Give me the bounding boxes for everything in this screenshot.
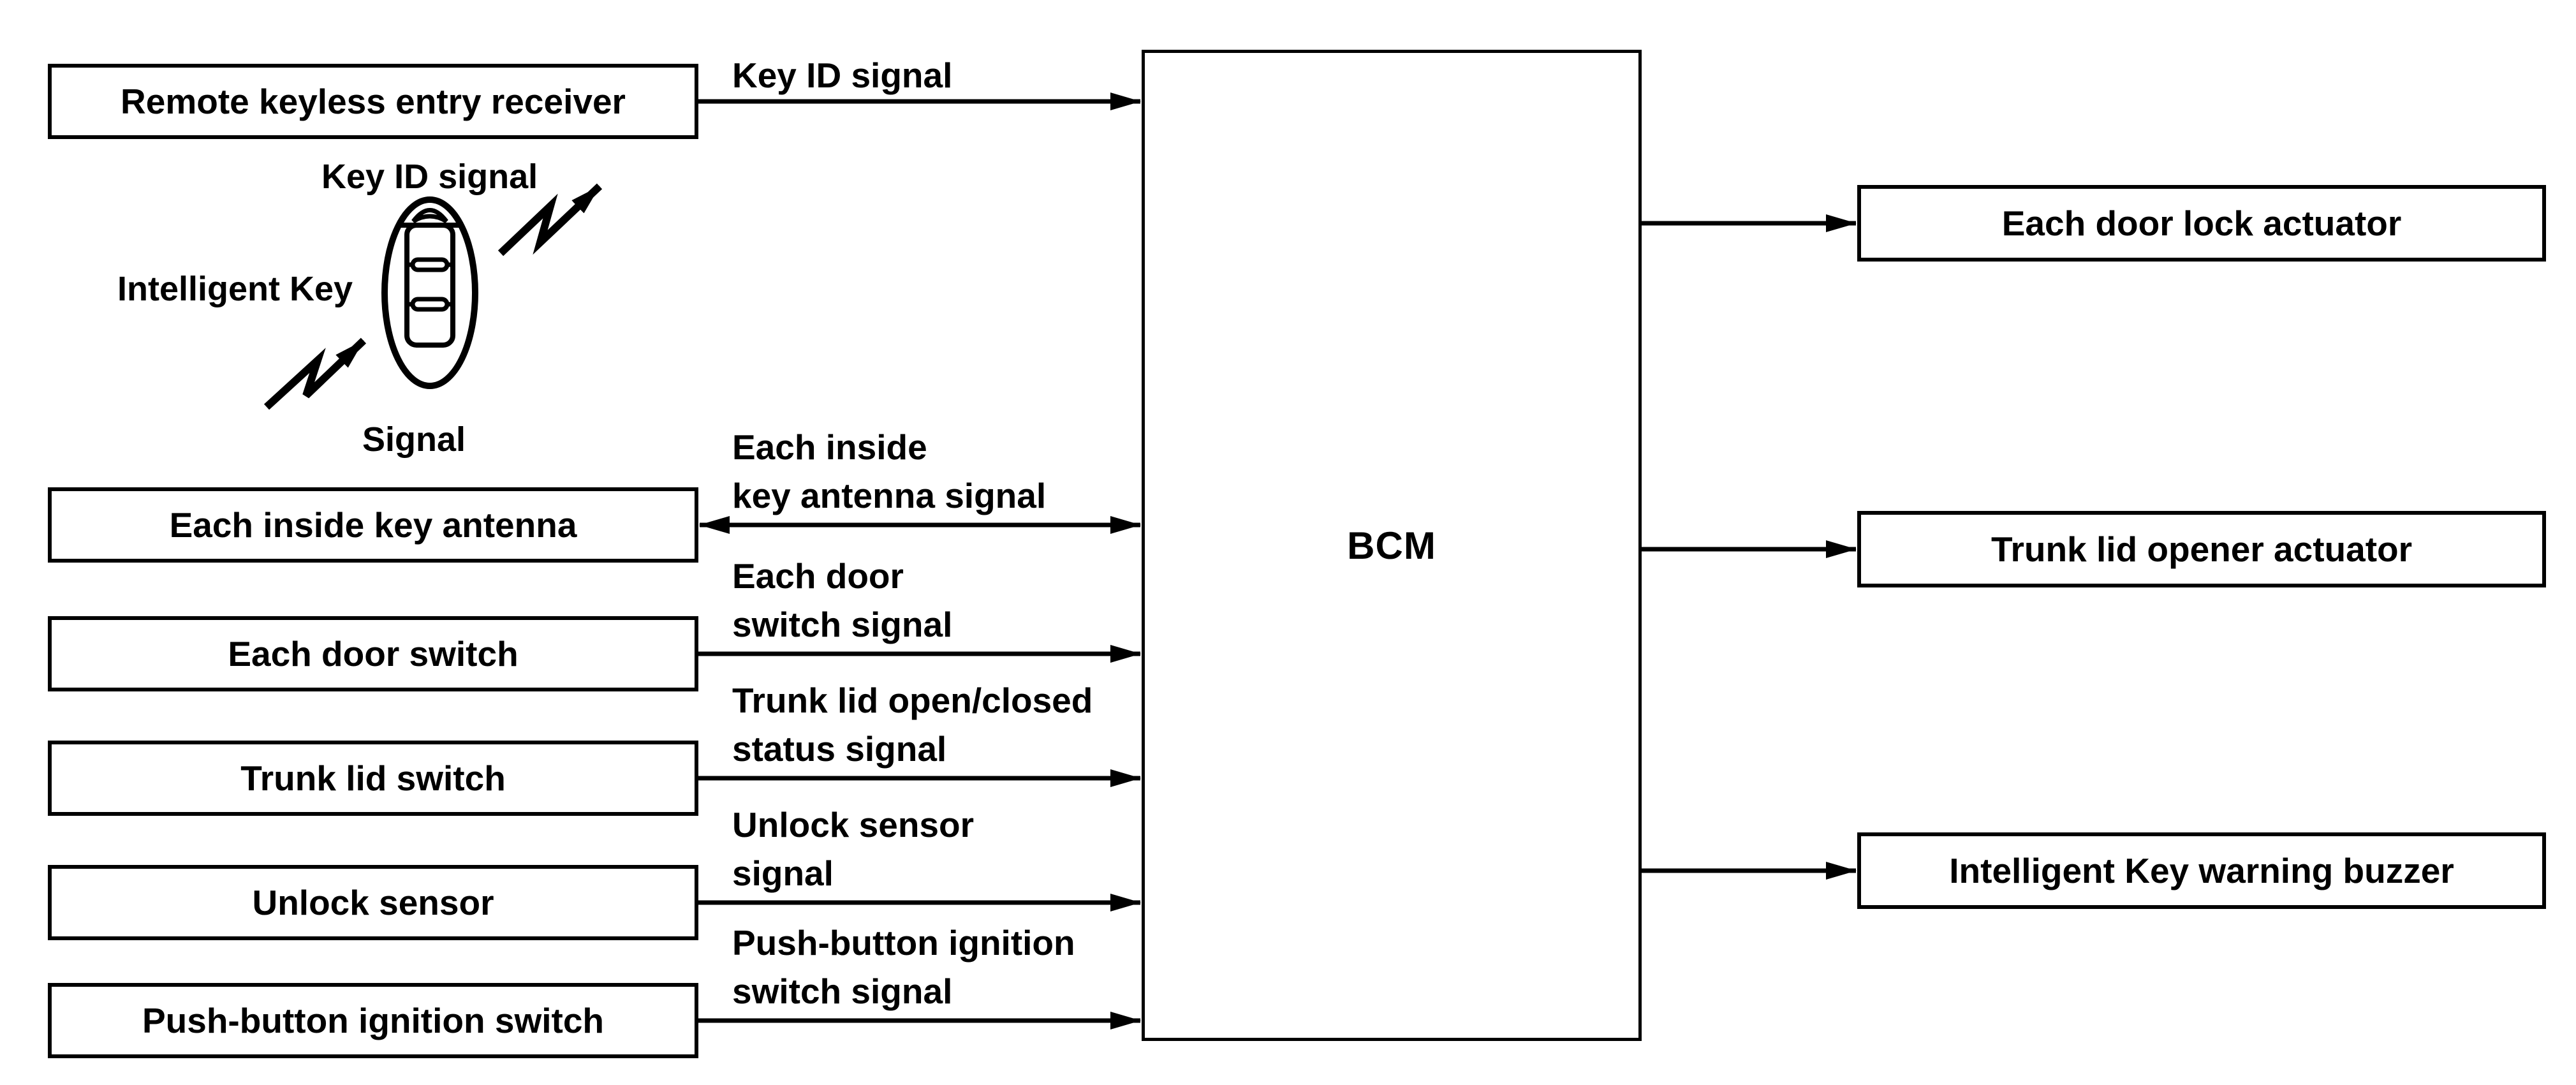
signal-label-unlock-sensor: Unlock sensor signal (732, 801, 974, 897)
output-box-label: Intelligent Key warning buzzer (1949, 851, 2454, 890)
key-fob-button-1 (410, 257, 450, 272)
signal-label-line: Key ID signal (732, 55, 953, 95)
signal-label-line: Each door (732, 556, 904, 596)
input-box-label: Remote keyless entry receiver (121, 82, 626, 121)
input-box-label: Unlock sensor (252, 883, 494, 922)
radio-wave-arrow-to-key-icon (263, 337, 367, 410)
output-box-label: Trunk lid opener actuator (1991, 529, 2413, 569)
intelligent-key-caption: Intelligent Key (117, 269, 353, 309)
radio-wave-arrow-from-key-icon (497, 183, 603, 256)
signal-label-line: status signal (732, 729, 947, 769)
signal-caption: Signal (362, 420, 466, 459)
signal-label-line: Trunk lid open/closed (732, 681, 1093, 720)
key-fob-button-2 (410, 297, 450, 312)
input-box-each-door-switch: Each door switch (48, 616, 698, 691)
output-box-intelligent-key-warning-buzzer: Intelligent Key warning buzzer (1857, 832, 2546, 909)
signal-label-line: switch signal (732, 605, 953, 644)
signal-label-door-switch: Each door switch signal (732, 552, 952, 649)
intelligent-key-fob-icon (381, 196, 478, 389)
key-fob-button-panel (404, 223, 455, 348)
input-box-remote-keyless-entry-receiver: Remote keyless entry receiver (48, 64, 698, 139)
signal-label-line: signal (732, 853, 834, 893)
key-ring-arc (411, 208, 448, 224)
bcm-label: BCM (1347, 524, 1436, 567)
output-box-each-door-lock-actuator: Each door lock actuator (1857, 185, 2546, 262)
signal-label-line: switch signal (732, 971, 953, 1011)
key-caption-text: Signal (362, 420, 466, 459)
signal-label-line: Each inside (732, 427, 927, 467)
input-box-push-button-ignition-switch: Push-button ignition switch (48, 983, 698, 1058)
signal-label-key-id: Key ID signal (732, 51, 952, 100)
key-caption-text: Intelligent Key (117, 270, 353, 308)
input-box-unlock-sensor: Unlock sensor (48, 865, 698, 940)
key-id-signal-caption: Key ID signal (321, 157, 538, 196)
signal-label-trunk-lid-status: Trunk lid open/closed status signal (732, 676, 1093, 773)
input-box-label: Trunk lid switch (240, 758, 506, 798)
signal-label-push-button-ignition: Push-button ignition switch signal (732, 919, 1075, 1015)
signal-label-line: Unlock sensor (732, 805, 975, 845)
bcm-box: BCM (1142, 50, 1642, 1041)
key-fob-outline (381, 196, 478, 389)
input-box-each-inside-key-antenna: Each inside key antenna (48, 487, 698, 563)
output-box-trunk-lid-opener-actuator: Trunk lid opener actuator (1857, 511, 2546, 587)
input-box-trunk-lid-switch: Trunk lid switch (48, 741, 698, 816)
signal-label-line: Push-button ignition (732, 923, 1075, 963)
signal-label-inside-key-antenna: Each inside key antenna signal (732, 423, 1046, 520)
input-box-label: Each door switch (228, 634, 519, 674)
signal-label-line: key antenna signal (732, 476, 1047, 515)
output-box-label: Each door lock actuator (2001, 203, 2402, 243)
input-box-label: Push-button ignition switch (142, 1001, 605, 1040)
input-box-label: Each inside key antenna (169, 505, 577, 545)
key-caption-text: Key ID signal (321, 158, 538, 196)
